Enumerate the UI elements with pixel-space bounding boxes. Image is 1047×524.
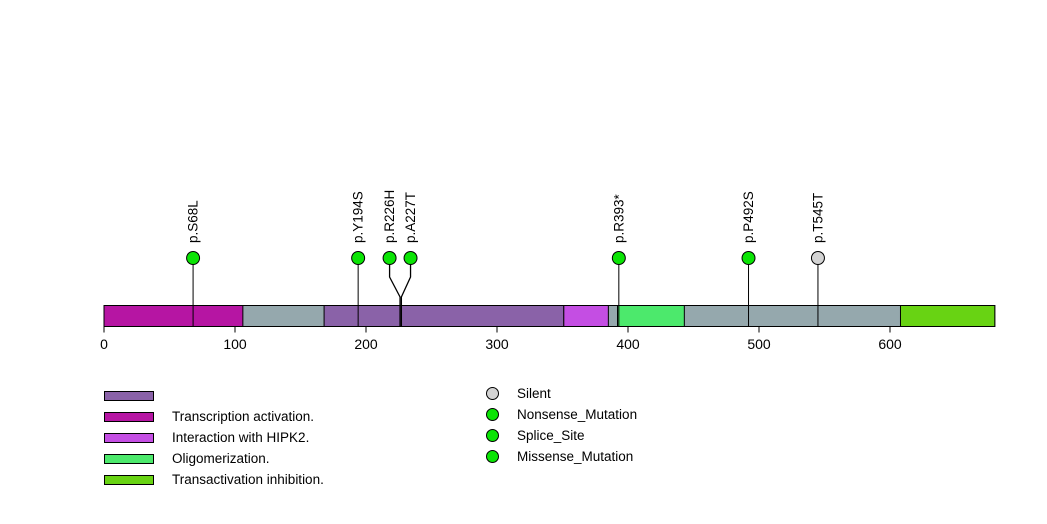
legend-label: Silent [517,386,551,401]
legend-row: Transcription activation. [104,406,324,427]
axis-tick-label: 500 [747,336,771,352]
lollipop-heads [186,251,825,265]
domain-segment [617,305,685,327]
legend-label: Oligomerization. [172,451,270,466]
mutation-point [403,251,418,265]
domain-color-swatch [104,432,154,443]
mutation-type-dot [486,450,499,463]
legend-row: Splice_Site [486,425,637,446]
mutation-label: p.Y194S [351,191,366,243]
domain-segment [103,305,244,327]
mutation-label: p.A227T [403,192,418,243]
lollipop-stems [192,264,819,327]
domain-segment [899,305,996,327]
axis-tick-label: 400 [616,336,640,352]
mutation-type-dot [486,429,499,442]
legend-label: Transactivation inhibition. [172,472,324,487]
mutation-type-dot [486,408,499,421]
lollipop-stem-bent [400,264,412,327]
axis-tick-label: 0 [100,336,108,352]
mutation-point [351,251,366,265]
legend-row: Nonsense_Mutation [486,404,637,425]
legend-row: Transactivation inhibition. [104,469,324,490]
legend-row: Silent [486,383,637,404]
mutation-label: p.S68L [186,200,201,243]
legend-row [104,385,324,406]
mutation-labels: p.S68L p.Y194S p.R226H p.A227T p.R393* p.P492… [186,190,826,243]
protein-track [103,305,996,327]
mutation-point [382,251,397,265]
mutation-point [611,251,626,265]
domain-color-swatch [104,411,154,422]
axis-tick-label: 100 [223,336,247,352]
legend-label: Interaction with HIPK2. [172,430,310,445]
axis-tick-label: 600 [878,336,902,352]
mutation-type-dot [486,387,499,400]
legend-row: Missense_Mutation [486,446,637,467]
x-axis: 0 100 200 300 400 500 600 [100,326,902,352]
mutation-label: p.P492S [741,191,756,243]
domain-color-swatch [104,390,154,401]
mutation-point [186,251,201,265]
legend-label: Transcription activation. [172,409,315,424]
legend-row: Interaction with HIPK2. [104,427,324,448]
mutation-label: p.T545T [810,193,825,243]
axis-tick-label: 200 [354,336,378,352]
mutation-point [810,251,825,265]
domain-segment [323,305,565,327]
mutation-label: p.R393* [611,193,626,243]
legend-label: Missense_Mutation [517,449,634,464]
domain-segment [563,305,609,327]
legend-row: Oligomerization. [104,448,324,469]
lollipop-stem-bent [388,264,401,327]
axis-tick-label: 300 [485,336,509,352]
mutation-point [741,251,756,265]
domain-legend: Transcription activation. Interaction wit… [104,385,324,490]
domain-color-swatch [104,453,154,464]
legend-label: Splice_Site [517,428,585,443]
domain-color-swatch [104,474,154,485]
mutation-label: p.R226H [382,190,397,243]
legend-label: Nonsense_Mutation [517,407,638,422]
